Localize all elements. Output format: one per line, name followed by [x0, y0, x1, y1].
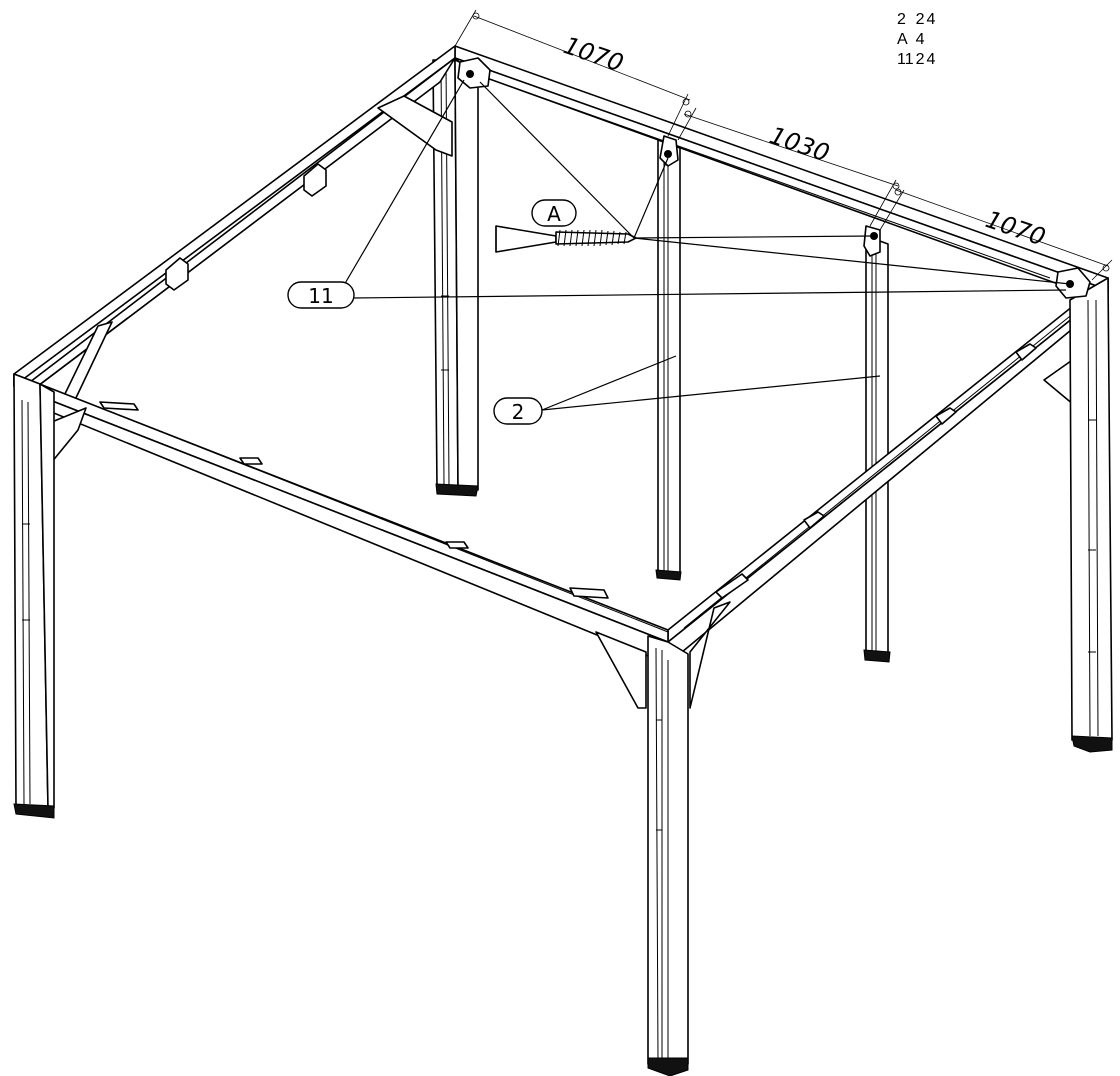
front-right-post	[1069, 277, 1113, 753]
table-cell-qty: 2	[915, 11, 925, 28]
knee-brace	[595, 631, 647, 709]
svg-text:11: 11	[308, 284, 333, 308]
spacer-block	[935, 407, 957, 425]
post-foot	[647, 1057, 689, 1076]
bracket	[659, 135, 679, 167]
bracket	[863, 225, 881, 257]
leader-lines	[339, 79, 1071, 411]
post-foot	[655, 569, 682, 581]
back-middle-post	[655, 139, 682, 581]
table-row	[896, 0, 936, 10]
post-foot	[1071, 735, 1113, 753]
callout-post: 2	[493, 397, 543, 425]
table-row: 11 2 4	[896, 50, 936, 70]
spacer-block	[303, 163, 327, 197]
front-left-post	[13, 373, 55, 819]
corner-bracket	[457, 57, 491, 89]
table-cell-part: A	[897, 31, 908, 48]
spacer-block	[1015, 343, 1037, 361]
table-cell-extra: 4	[926, 11, 936, 28]
table-cell-extra	[926, 30, 937, 50]
dimension-left-span: 1070	[560, 31, 627, 77]
spacer-block	[803, 511, 825, 529]
spacer-block	[99, 401, 139, 411]
table-cell-part: 11	[897, 51, 914, 68]
knee-brace	[377, 95, 453, 157]
post-foot	[863, 649, 891, 663]
spacer-block	[239, 457, 263, 465]
post-foot	[435, 483, 479, 497]
table-cell-extra	[926, 0, 937, 10]
front-corner-post	[647, 635, 689, 1076]
back-right-post	[863, 235, 891, 663]
screw-icon	[495, 225, 637, 253]
spacer-block	[165, 257, 189, 291]
callout-screw: A	[531, 199, 577, 227]
callout-bracket: 11	[287, 281, 355, 309]
dimension-lines	[454, 9, 1113, 281]
table-row: A 4	[896, 30, 936, 50]
table-cell-qty: 2	[915, 51, 925, 68]
parts-table: 2 2 4 A 4 11 2 4	[896, 0, 1120, 170]
table-cell-part: 2	[897, 11, 906, 28]
table-cell-extra: 4	[926, 51, 936, 68]
table-cell-qty	[915, 0, 926, 10]
front-beam	[13, 373, 669, 665]
table-row: 2 2 4	[896, 10, 936, 30]
spacer-block	[715, 573, 749, 599]
post-foot	[13, 803, 55, 819]
spacer-block	[569, 587, 609, 599]
table-cell-qty: 4	[915, 31, 925, 48]
svg-text:A: A	[547, 202, 561, 226]
svg-text:2: 2	[512, 400, 525, 424]
back-left-post	[432, 59, 479, 497]
table-cell-part	[896, 0, 915, 10]
spacer-block	[445, 541, 469, 549]
knee-brace	[689, 601, 731, 709]
left-beam	[13, 45, 456, 387]
